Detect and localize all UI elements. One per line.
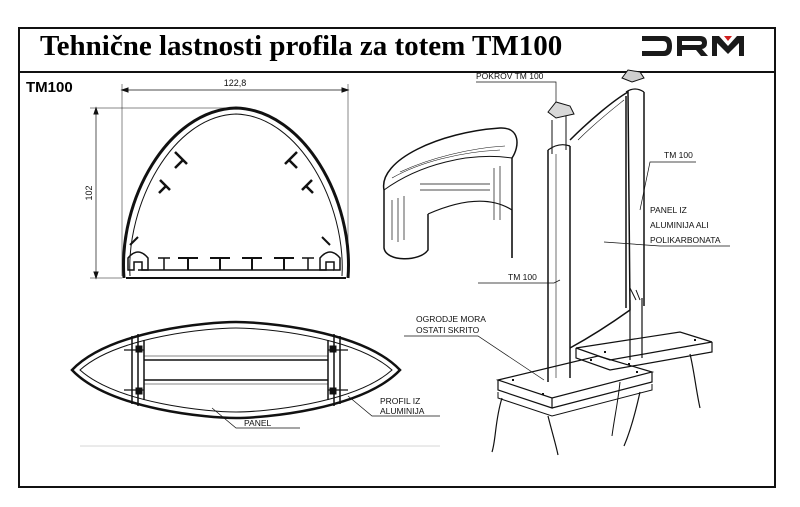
width-dimension-label: 122,8 [224,78,247,88]
sheet-frame [18,27,776,488]
callout-panel-iz-line2: ALUMINIJA ALI [650,220,709,230]
callout-panel: PANEL [244,418,272,428]
frame-3d-view [383,127,518,260]
callout-panel-iz-line1: PANEL IZ [650,205,687,215]
callout-ogrodje-line1: OGRODJE MORA [416,314,486,324]
callout-profil-line2: ALUMINIJA [380,406,425,416]
callout-tm-left: TM 100 [508,272,537,282]
height-dimension-label: 102 [84,185,94,200]
title-divider [18,71,776,73]
profile-top-view [70,320,440,447]
totem-3d-view [404,69,730,456]
model-label: TM100 [26,79,73,96]
callout-panel-iz-line3: POLIKARBONATA [650,235,721,245]
page-title: Tehnične lastnosti profila za totem TM10… [40,30,563,62]
callout-ogrodje-line2: OSTATI SKRITO [416,325,480,335]
callout-tm-top: TM 100 [664,150,693,160]
drm-logo [640,33,748,64]
callout-pokrov: POKROV TM 100 [476,71,544,81]
profile-cross-section [90,84,350,280]
callout-profil-line1: PROFIL IZ [380,396,420,406]
